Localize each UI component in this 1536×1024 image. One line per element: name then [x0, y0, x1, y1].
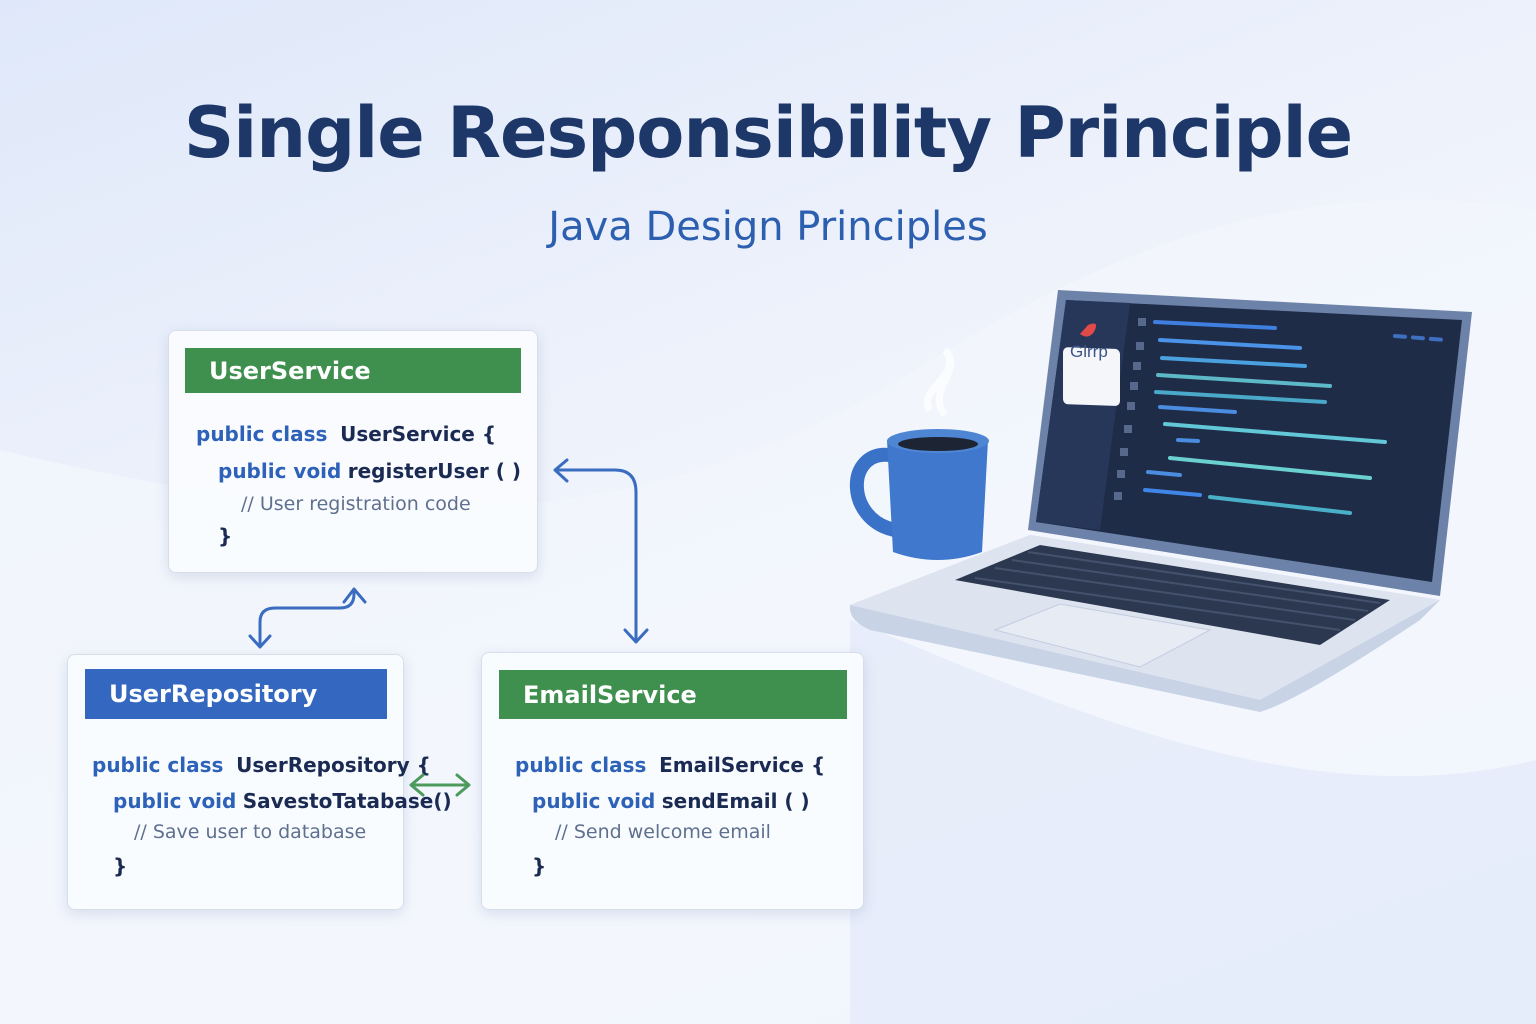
userservice-card: UserService public class UserService { p… — [168, 330, 538, 573]
code-line: public void sendEmail ( ) — [532, 789, 810, 813]
code-name: UserService { — [340, 422, 497, 446]
code-keyword: public void — [218, 459, 342, 483]
card-header: UserRepository — [85, 669, 387, 719]
code-line: public void registerUser ( ) — [218, 459, 521, 483]
page-subtitle: Java Design Principles — [548, 204, 988, 250]
arrow-userservice-userrepository — [248, 587, 367, 649]
emailservice-card: EmailService public class EmailService {… — [481, 652, 864, 910]
code-comment: // Save user to database — [134, 821, 367, 843]
code-comment: // User registration code — [241, 493, 471, 515]
page-title: Single Responsibility Principle — [183, 92, 1353, 174]
code-close-brace: } — [532, 854, 547, 878]
code-keyword: public class — [515, 753, 647, 777]
app-logo — [1063, 347, 1120, 406]
code-line: public class EmailService { — [515, 753, 825, 777]
card-header: UserService — [185, 348, 521, 393]
arrow-userservice-emailservice — [553, 458, 649, 644]
app-logo-text: Glrrp — [1070, 342, 1108, 361]
code-close-brace: } — [218, 524, 233, 548]
userrepository-card: UserRepository public class UserReposito… — [67, 654, 452, 910]
code-keyword: public void — [113, 789, 237, 813]
code-comment: // Send welcome email — [555, 821, 771, 843]
card-header: EmailService — [499, 670, 847, 719]
laptop-icon: Glrrp — [849, 290, 1472, 712]
code-name: registerUser ( ) — [347, 459, 521, 483]
code-name: UserRepository { — [236, 753, 431, 777]
code-keyword: public void — [532, 789, 656, 813]
code-keyword: public class — [196, 422, 328, 446]
code-name: sendEmail ( ) — [661, 789, 810, 813]
code-keyword: public class — [92, 753, 224, 777]
arrow-userrepository-emailservice — [409, 773, 471, 797]
code-name: SavestoTatabase() — [242, 789, 452, 813]
coffee-mug-icon — [849, 347, 989, 560]
code-name: EmailService { — [659, 753, 826, 777]
code-line: public class UserService { — [196, 422, 496, 446]
code-close-brace: } — [113, 854, 128, 878]
code-line: public void SavestoTatabase() — [113, 789, 452, 813]
code-line: public class UserRepository { — [92, 753, 431, 777]
